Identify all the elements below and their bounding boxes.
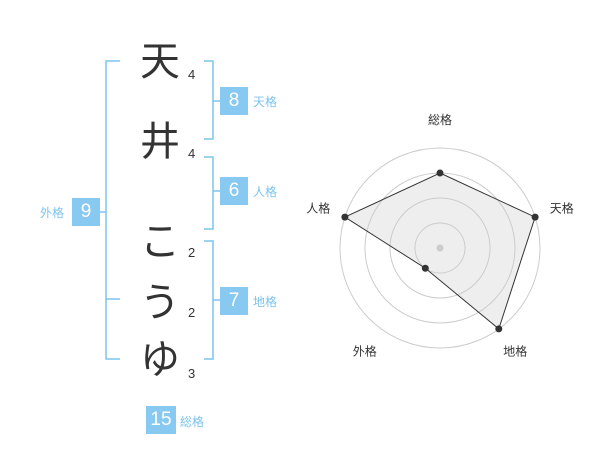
radar-point-1 [436, 169, 444, 177]
radar-point-5 [341, 213, 349, 221]
jinkaku-bracket [204, 156, 214, 230]
radar-axis-label-1: 総格 [428, 112, 452, 127]
radar-axis-label-4: 外格 [353, 344, 377, 359]
soukaku-value: 15 [146, 406, 176, 434]
gaikaku-label: 外格 [40, 206, 65, 220]
stroke-count-1: 4 [188, 67, 196, 82]
radar-axis-label-5: 人格 [306, 200, 330, 215]
name-char-4: う [140, 280, 180, 326]
jinkaku-value: 6 [220, 177, 248, 205]
radar-data-line [343, 172, 536, 330]
radar-point-3 [495, 325, 503, 333]
chikaku-value: 7 [220, 287, 248, 315]
stroke-count-4: 2 [188, 305, 196, 320]
gaikaku-value: 9 [72, 198, 100, 226]
stroke-count-3: 2 [188, 245, 196, 260]
tenkaku-bracket [204, 60, 214, 140]
chikaku-label: 地格 [253, 295, 278, 309]
radar-center-dot [436, 244, 444, 252]
name-char-3: こ [140, 219, 180, 265]
stroke-count-5: 3 [188, 366, 196, 381]
stroke-count-2: 4 [188, 146, 196, 161]
name-char-1: 天 [140, 39, 180, 85]
tenkaku-label: 天格 [253, 95, 278, 109]
radar-grid-ring [389, 197, 491, 299]
radar-axis-label-2: 天格 [550, 200, 574, 215]
tenkaku-value: 8 [220, 87, 248, 115]
radar-point-2 [531, 213, 539, 221]
name-char-5: ゆ [140, 337, 180, 383]
name-char-2: 井 [140, 119, 180, 165]
radar-grid-ring [414, 222, 466, 274]
soukaku-label: 総格 [180, 415, 205, 429]
radar-axis-label-3: 地格 [503, 344, 527, 359]
jinkaku-label: 人格 [253, 185, 278, 199]
radar-point-4 [421, 264, 429, 272]
gaikaku-bracket [105, 60, 120, 360]
